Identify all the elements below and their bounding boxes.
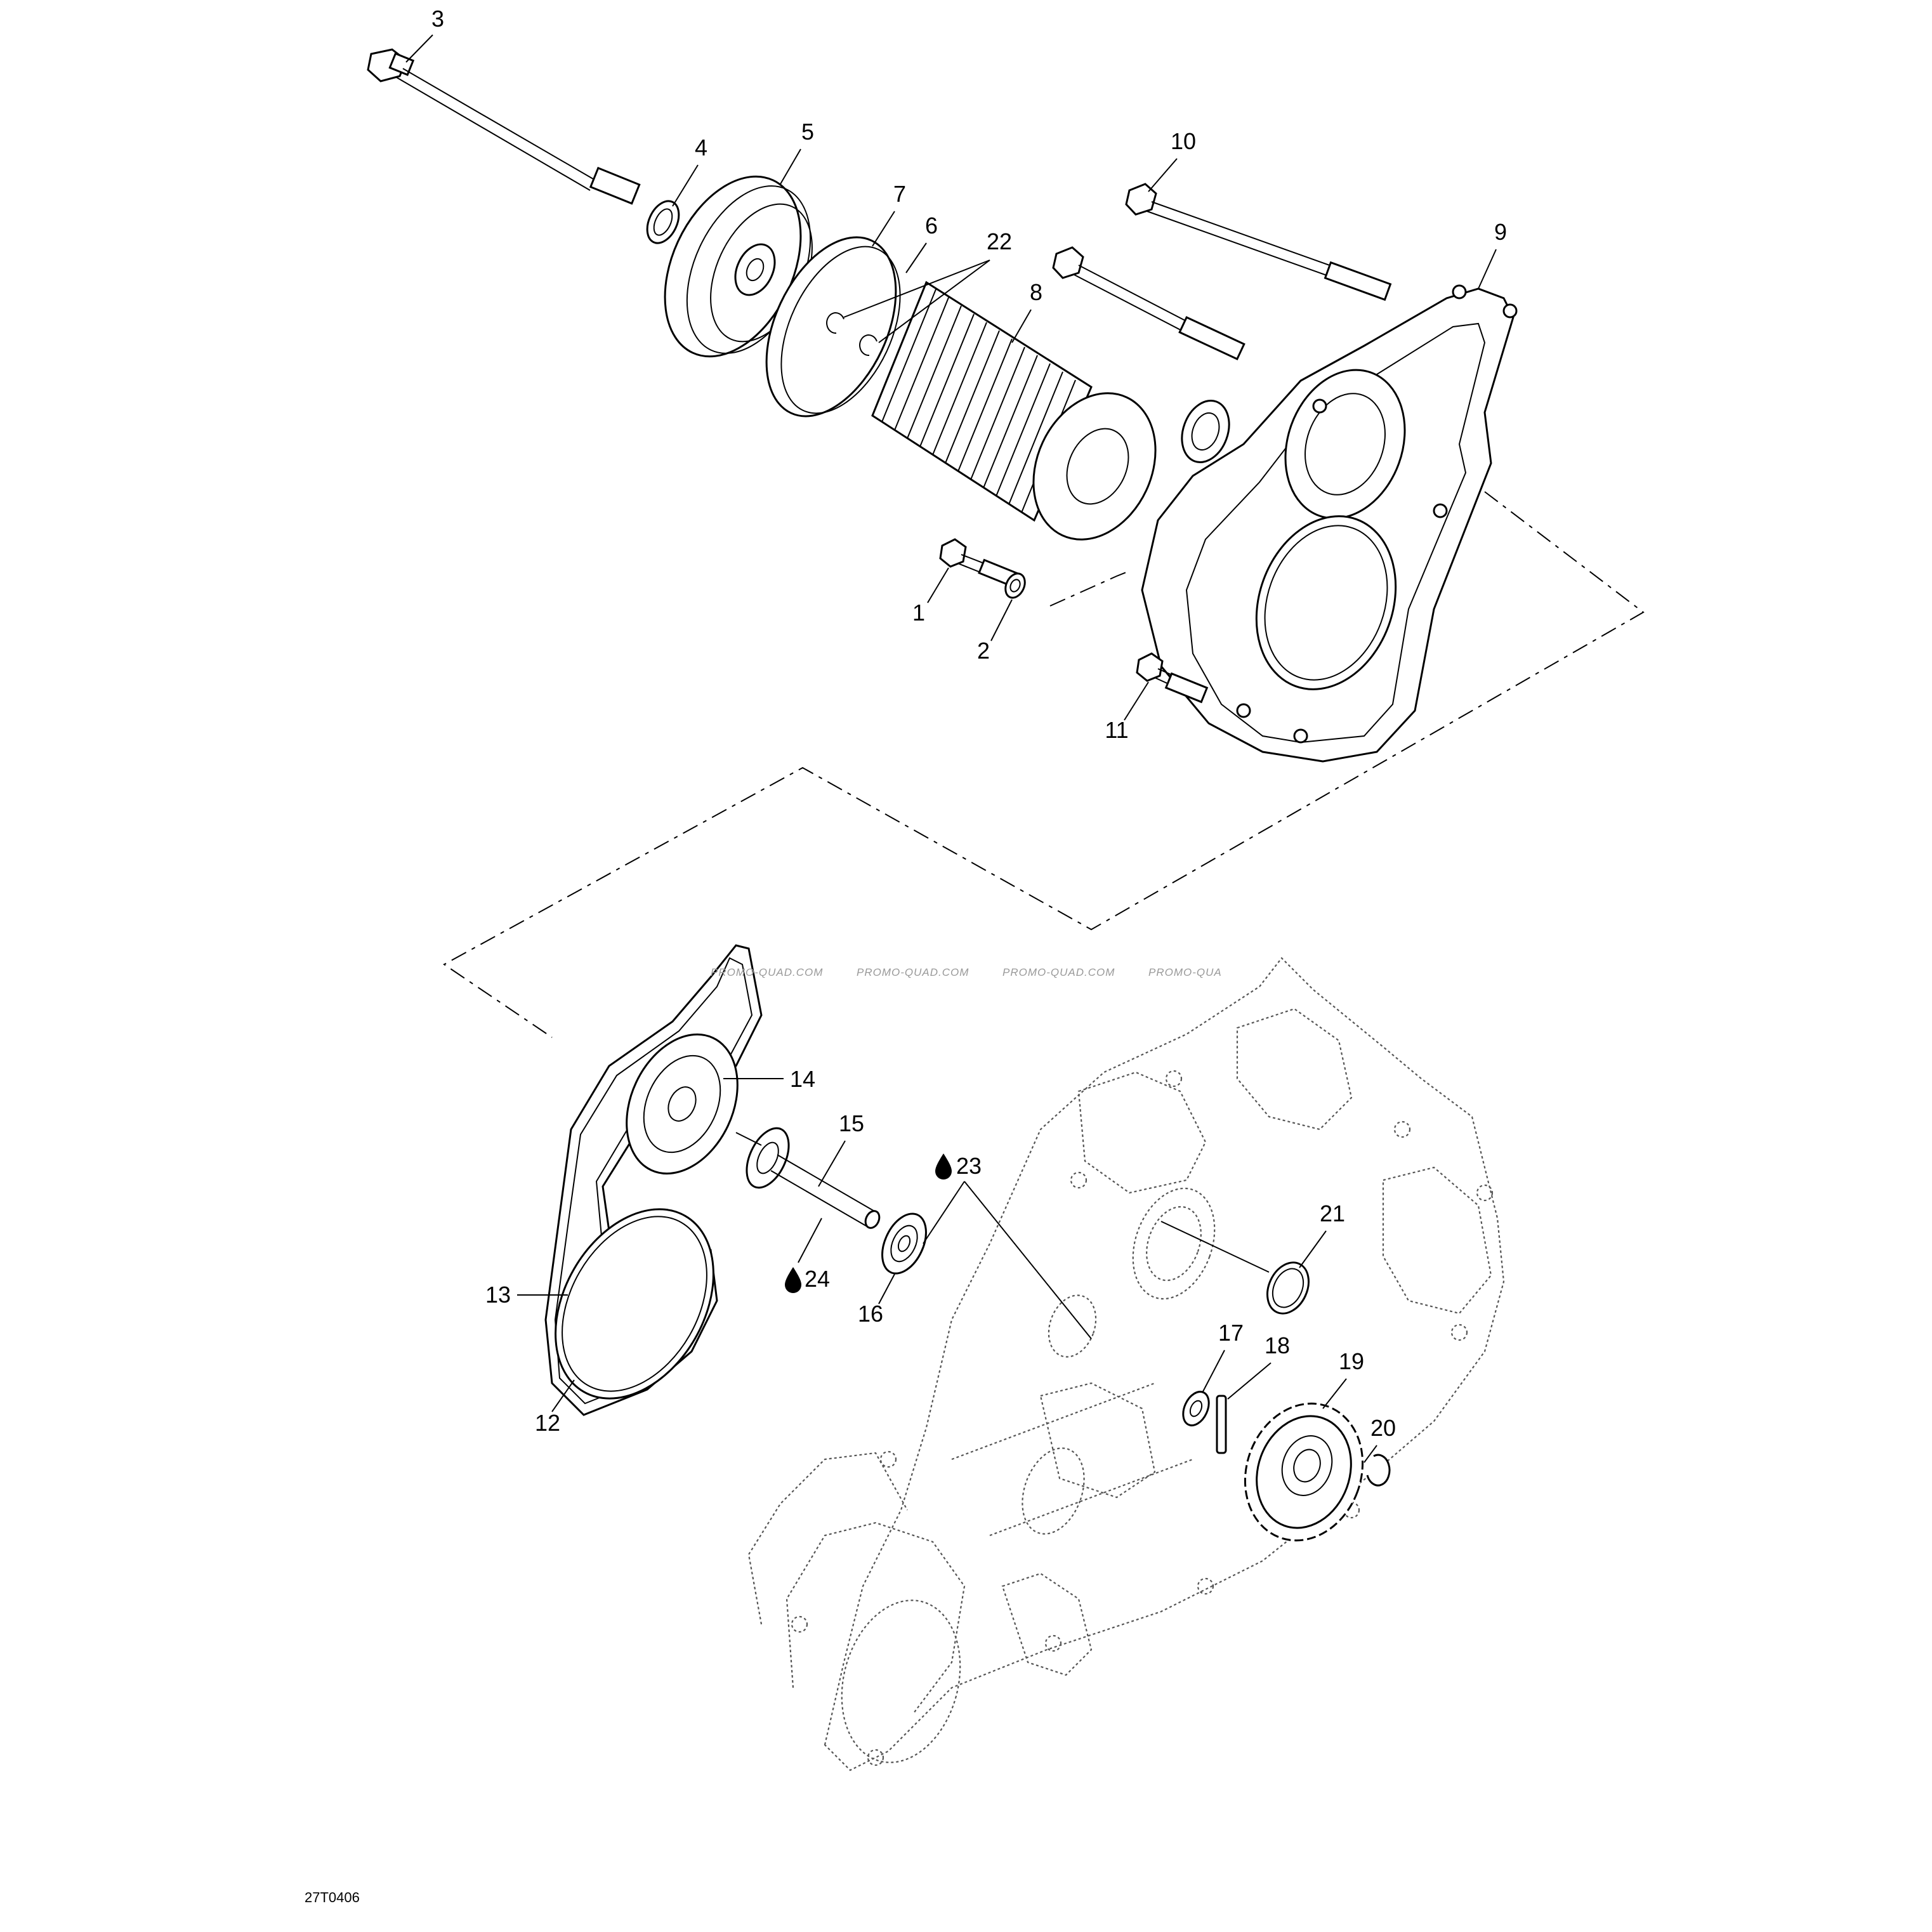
callout-3: 3 bbox=[431, 6, 444, 32]
callout-18: 18 bbox=[1265, 1332, 1290, 1358]
callout-14: 14 bbox=[790, 1066, 815, 1092]
callout-10: 10 bbox=[1171, 128, 1196, 154]
part-20-circlip bbox=[1366, 1454, 1391, 1487]
diagram-code-text: 27T0406 bbox=[305, 1889, 360, 1905]
watermark-text: PROMO-QUAD.COM bbox=[711, 966, 823, 978]
part-15-pump-shaft bbox=[735, 1127, 881, 1229]
callout-22: 22 bbox=[987, 228, 1012, 254]
callout-16: 16 bbox=[858, 1301, 883, 1327]
part-10-bolt-second bbox=[1052, 246, 1245, 360]
part-21-o-ring bbox=[1266, 1261, 1310, 1315]
callout-15: 15 bbox=[839, 1110, 864, 1136]
callout-6: 6 bbox=[925, 213, 938, 239]
callout-24: 24 bbox=[805, 1266, 830, 1292]
lubricant-drop-icon bbox=[935, 1153, 952, 1180]
watermark-strip: PROMO-QUAD.COM PROMO-QUAD.COM PROMO-QUAD… bbox=[711, 966, 1222, 978]
watermark-text: PROMO-QUAD.COM bbox=[1002, 966, 1115, 978]
part-4-washer bbox=[646, 200, 680, 244]
callout-21: 21 bbox=[1320, 1200, 1345, 1226]
callouts: 3 4 5 7 6 22 8 10 9 1 2 11 bbox=[405, 6, 1507, 1463]
part-10-bolt bbox=[1125, 183, 1392, 301]
diagram-code: 27T0406 bbox=[305, 1889, 360, 1905]
part-19-gear bbox=[1244, 1402, 1364, 1542]
part-18-pin bbox=[1216, 1395, 1227, 1454]
watermark-text: PROMO-QUAD.COM bbox=[857, 966, 969, 978]
part-22-clips bbox=[826, 312, 877, 357]
part-9-filter-housing bbox=[1141, 284, 1518, 763]
callout-9: 9 bbox=[1494, 219, 1507, 245]
callout-20: 20 bbox=[1370, 1415, 1396, 1441]
part-3-long-bolt bbox=[367, 48, 641, 205]
engine-crankcase-ghosted bbox=[747, 957, 1505, 1771]
callout-19: 19 bbox=[1339, 1348, 1364, 1374]
part-17-washer bbox=[1182, 1391, 1210, 1426]
callout-11: 11 bbox=[1105, 717, 1128, 743]
callout-23: 23 bbox=[956, 1153, 982, 1179]
part-13-o-ring bbox=[555, 1208, 714, 1400]
part-16-seal bbox=[881, 1212, 927, 1275]
part-14-pump-plate bbox=[626, 1033, 739, 1175]
part-7-o-ring bbox=[765, 236, 897, 417]
watermark-text: PROMO-QUA bbox=[1148, 966, 1222, 978]
callout-12: 12 bbox=[535, 1410, 560, 1436]
part-11-bolt bbox=[1136, 652, 1209, 704]
callout-17: 17 bbox=[1218, 1320, 1244, 1346]
lubricant-drop-icon bbox=[785, 1267, 801, 1293]
callout-5: 5 bbox=[801, 119, 814, 145]
callout-8: 8 bbox=[1030, 279, 1042, 305]
part-2-washer bbox=[1004, 572, 1026, 599]
callout-13: 13 bbox=[485, 1282, 511, 1308]
callout-2: 2 bbox=[977, 638, 990, 664]
part-6-o-ring bbox=[780, 246, 901, 414]
callout-7: 7 bbox=[893, 181, 906, 207]
assembly-dashed-outline bbox=[443, 491, 1645, 1038]
part-8-oil-filter bbox=[871, 280, 1157, 541]
callout-4: 4 bbox=[695, 135, 707, 161]
callout-1: 1 bbox=[912, 600, 925, 626]
